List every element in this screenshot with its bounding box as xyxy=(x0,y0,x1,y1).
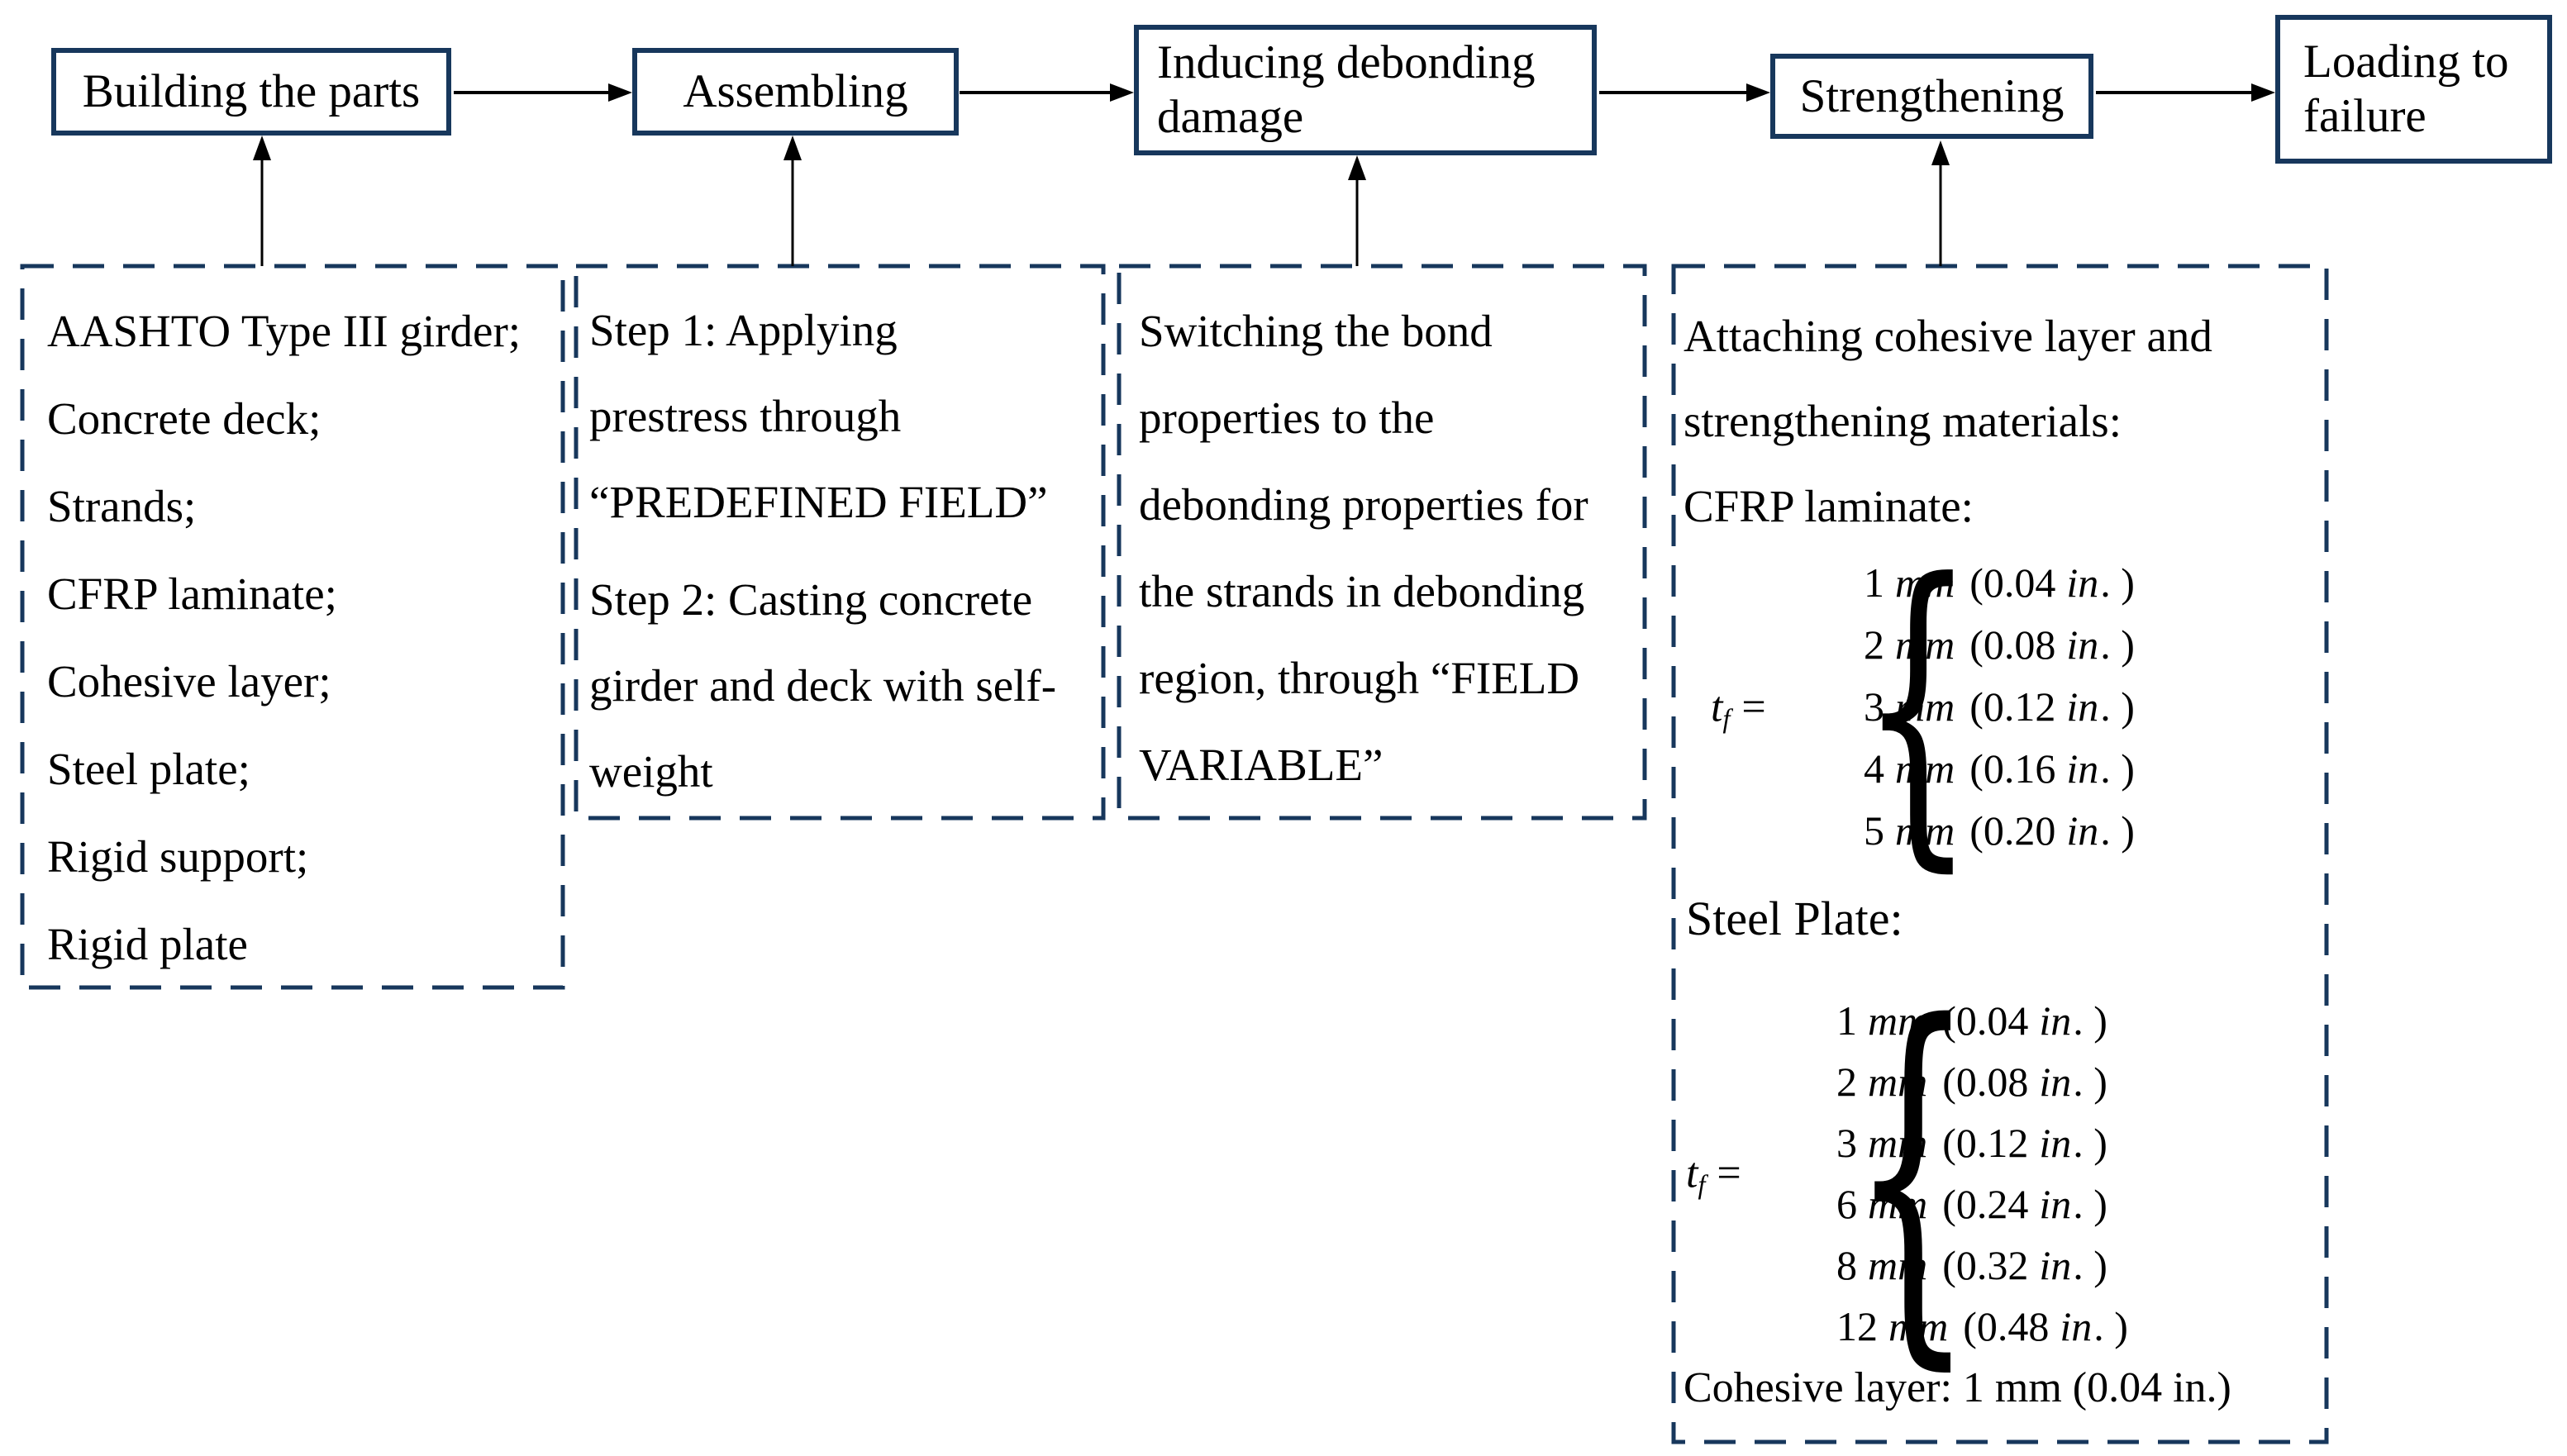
arrow-building-to-assembling-icon xyxy=(454,83,632,102)
arrow-assembling-to-inducing-icon xyxy=(960,83,1134,102)
detail-box-border-building xyxy=(20,264,565,990)
steel-plate-label: Steel Plate: xyxy=(1686,892,1903,945)
arrow-detail-to-assembling-icon xyxy=(783,136,802,266)
flow-step-loading-label: Loading to failure xyxy=(2303,36,2509,142)
detail-line: debonding properties for xyxy=(1139,479,1588,530)
arrow-strengthening-to-loading-icon xyxy=(2096,83,2275,102)
cfrp-laminate-label: CFRP laminate: xyxy=(1684,481,1974,531)
detail-box-debonding: Switching the bond properties to the deb… xyxy=(1139,288,1640,808)
detail-line: Rigid plate xyxy=(47,919,248,969)
detail-line: Strands; xyxy=(47,481,197,531)
arrow-detail-to-building-icon xyxy=(253,136,271,266)
detail-line: properties to the xyxy=(1139,393,1435,443)
detail-line: VARIABLE” xyxy=(1139,740,1384,790)
flow-step-assembling-label: Assembling xyxy=(683,65,908,117)
arrow-inducing-to-strengthening-icon xyxy=(1599,83,1770,102)
left-brace-icon: { xyxy=(1860,514,1976,899)
flow-step-inducing-debonding-damage: Inducing debonding damage xyxy=(1134,25,1597,155)
flow-step-building-label: Building the parts xyxy=(82,65,421,117)
detail-line: Attaching cohesive layer and xyxy=(1684,311,2212,361)
detail-line: Steel plate; xyxy=(47,744,250,794)
detail-line: the strands in debonding xyxy=(1139,566,1585,616)
detail-box-border-assembling xyxy=(574,264,1106,821)
flow-step-loading-to-failure: Loading to failure xyxy=(2275,15,2552,164)
detail-line: Cohesive layer; xyxy=(47,656,331,707)
arrow-detail-to-strengthening-icon xyxy=(1931,140,1950,266)
flow-step-inducing-label: Inducing debonding damage xyxy=(1157,36,1536,143)
strengthening-intro: Attaching cohesive layer and strengtheni… xyxy=(1684,293,2212,549)
flow-step-strengthening-label: Strengthening xyxy=(1799,69,2065,122)
detail-line: AASHTO Type III girder; xyxy=(47,306,521,356)
detail-box-building-parts: AASHTO Type III girder; Concrete deck; S… xyxy=(47,288,555,988)
flow-step-assembling: Assembling xyxy=(632,48,959,136)
detail-box-strengthening: Attaching cohesive layer and strengtheni… xyxy=(1674,266,2326,1442)
left-brace-icon: { xyxy=(1850,944,1975,1402)
detail-line: Switching the bond xyxy=(1139,306,1493,356)
detail-line: Step 2: Casting concrete xyxy=(589,574,1033,625)
detail-line: strengthening materials: xyxy=(1684,396,2122,446)
detail-line: “PREDEFINED FIELD” xyxy=(589,477,1048,527)
detail-line: girder and deck with self- xyxy=(589,660,1057,711)
arrow-detail-to-inducing-icon xyxy=(1348,155,1366,266)
detail-line: weight xyxy=(589,746,713,797)
detail-line: CFRP laminate; xyxy=(47,569,337,619)
detail-box-assembling-steps: Step 1: Applying prestress through “PRED… xyxy=(589,288,1097,815)
flow-step-strengthening: Strengthening xyxy=(1770,54,2093,139)
flow-step-building: Building the parts xyxy=(51,48,451,136)
detail-box-border-strengthening xyxy=(1671,264,2329,1444)
cohesive-layer-note: Cohesive layer: 1 mm (0.04 in.) xyxy=(1684,1364,2231,1411)
detail-line: Step 1: Applying xyxy=(589,305,898,355)
detail-line: region, through “FIELD xyxy=(1139,653,1580,703)
detail-box-border-debonding xyxy=(1117,264,1647,821)
detail-line: Rigid support; xyxy=(47,831,309,882)
detail-line: Concrete deck; xyxy=(47,393,321,444)
detail-line: prestress through xyxy=(589,391,902,441)
